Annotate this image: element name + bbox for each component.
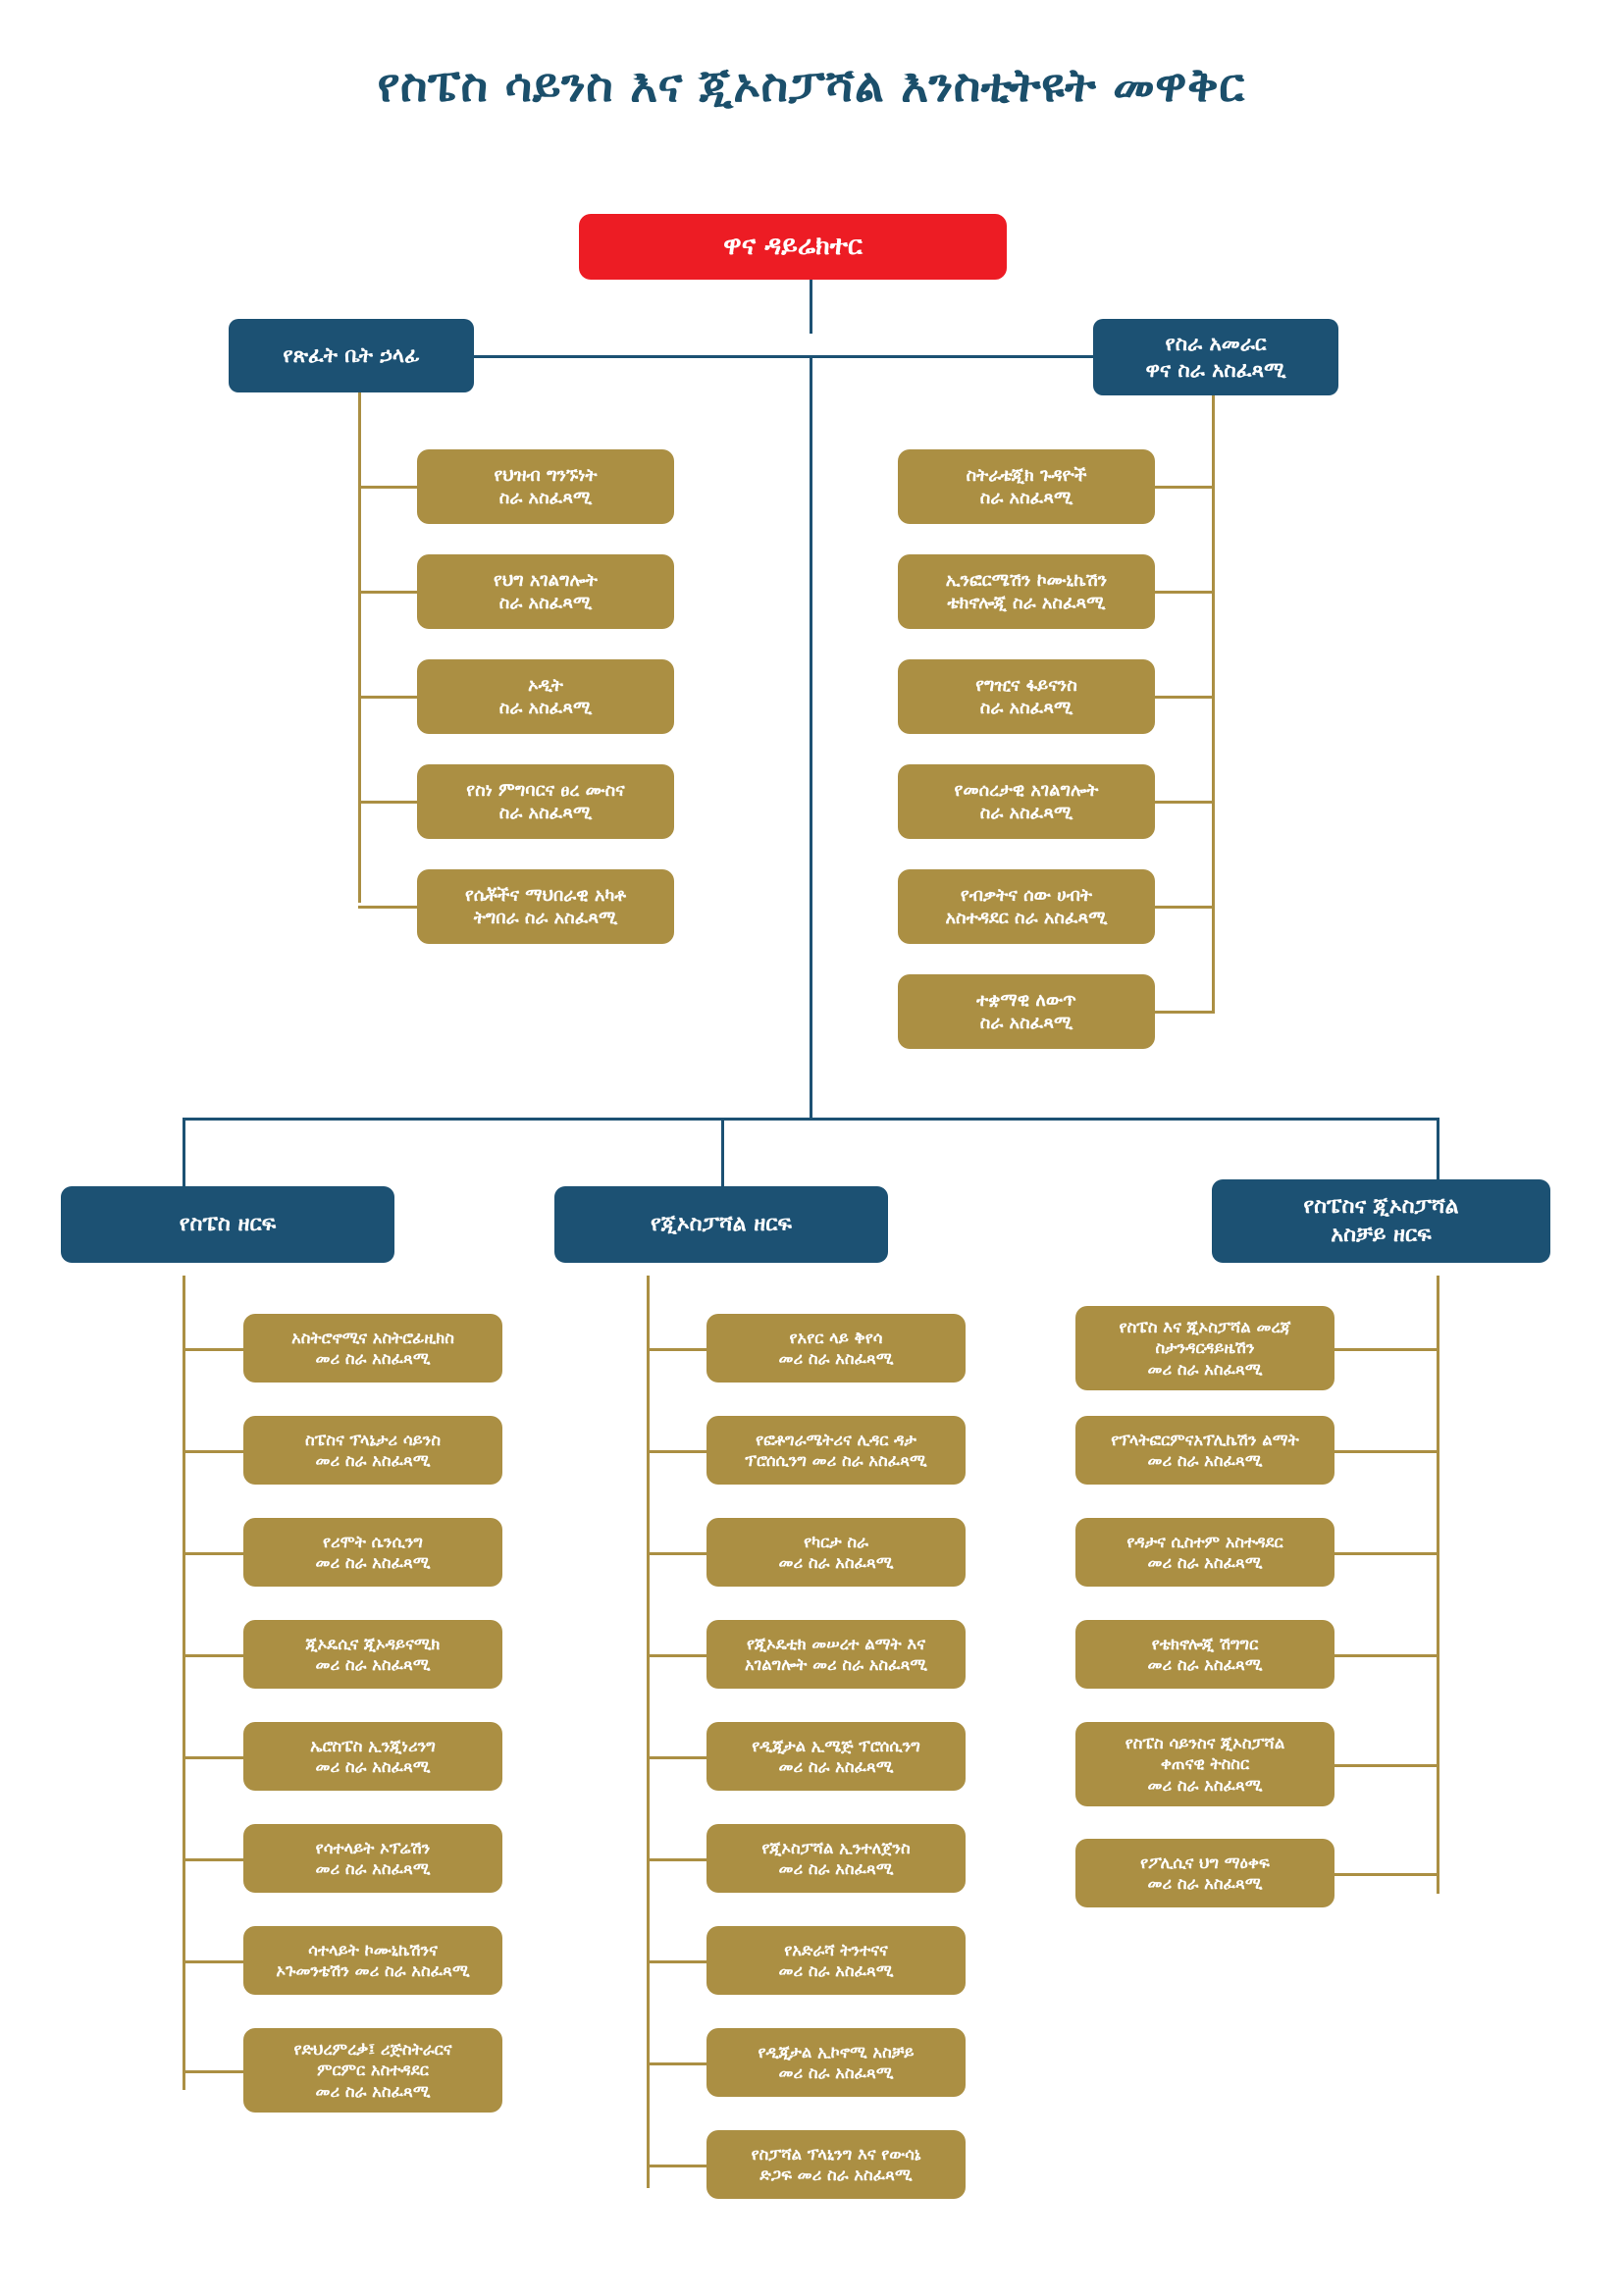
connector-geo-branch-1 xyxy=(647,1450,709,1453)
connector-space-spine xyxy=(183,1276,185,2090)
connector-enabler-spine xyxy=(1437,1276,1439,1894)
connector-geo-branch-0 xyxy=(647,1348,709,1351)
connector-division-drop-mid xyxy=(721,1118,724,1203)
connector-geo-branch-6 xyxy=(647,1960,709,1963)
connector-enabler-branch-2 xyxy=(1333,1552,1439,1555)
connector-space-branch-4 xyxy=(183,1756,245,1759)
connector-office-branch-4 xyxy=(358,906,419,909)
connector-geo-branch-7 xyxy=(647,2062,709,2065)
connector-space-branch-6 xyxy=(183,1960,245,1963)
connector-root-stem xyxy=(810,278,812,334)
connector-space-branch-1 xyxy=(183,1450,245,1453)
connector-ops-branch-5 xyxy=(1155,1011,1215,1014)
connector-enabler-branch-0 xyxy=(1333,1348,1439,1351)
connector-geo-spine xyxy=(647,1276,650,2188)
connector-division-drop-left xyxy=(183,1118,185,1203)
connector-ops-branch-1 xyxy=(1155,591,1215,594)
connector-enabler-branch-4 xyxy=(1333,1764,1439,1767)
connector-space-branch-7 xyxy=(183,2070,245,2073)
connector-enabler-branch-3 xyxy=(1333,1654,1439,1657)
connector-space-branch-3 xyxy=(183,1654,245,1657)
node-office-head[interactable]: የጽፈት ቤት ኃላፊ xyxy=(229,319,474,392)
connector-ops-branch-4 xyxy=(1155,906,1215,909)
connector-division-drop-right xyxy=(1437,1118,1439,1203)
node-division-geospatial[interactable]: የጂኦስፓሻል ዘርፍ xyxy=(554,1186,888,1263)
connector-geo-branch-4 xyxy=(647,1756,709,1759)
connector-space-branch-2 xyxy=(183,1552,245,1555)
connector-ops-branch-0 xyxy=(1155,486,1215,489)
connector-enabler-branch-1 xyxy=(1333,1450,1439,1453)
connector-ops-branch-2 xyxy=(1155,696,1215,699)
connector-geo-branch-8 xyxy=(647,2165,709,2167)
connector-ops-branch-3 xyxy=(1155,801,1215,804)
connector-division-bar xyxy=(183,1118,1439,1121)
connector-office-branch-2 xyxy=(358,696,419,699)
connector-office-spine xyxy=(358,383,361,903)
connector-geo-branch-3 xyxy=(647,1654,709,1657)
node-root-director[interactable]: ዋና ዳይሬክተር xyxy=(579,214,1007,280)
connector-office-branch-3 xyxy=(358,801,419,804)
connector-space-branch-5 xyxy=(183,1858,245,1861)
connector-office-branch-0 xyxy=(358,486,419,489)
connector-enabler-branch-5 xyxy=(1333,1873,1439,1876)
connector-geo-branch-5 xyxy=(647,1858,709,1861)
connector-space-branch-0 xyxy=(183,1348,245,1351)
connector-geo-branch-2 xyxy=(647,1552,709,1555)
node-division-space[interactable]: የስፔስ ዘርፍ xyxy=(61,1186,394,1263)
connector-main-trunk xyxy=(810,355,812,1118)
connector-office-branch-1 xyxy=(358,591,419,594)
page-title: የስፔስ ሳይንስ እና ጂኦስፓሻል እንስቲትዩት መዋቅር xyxy=(377,59,1245,113)
